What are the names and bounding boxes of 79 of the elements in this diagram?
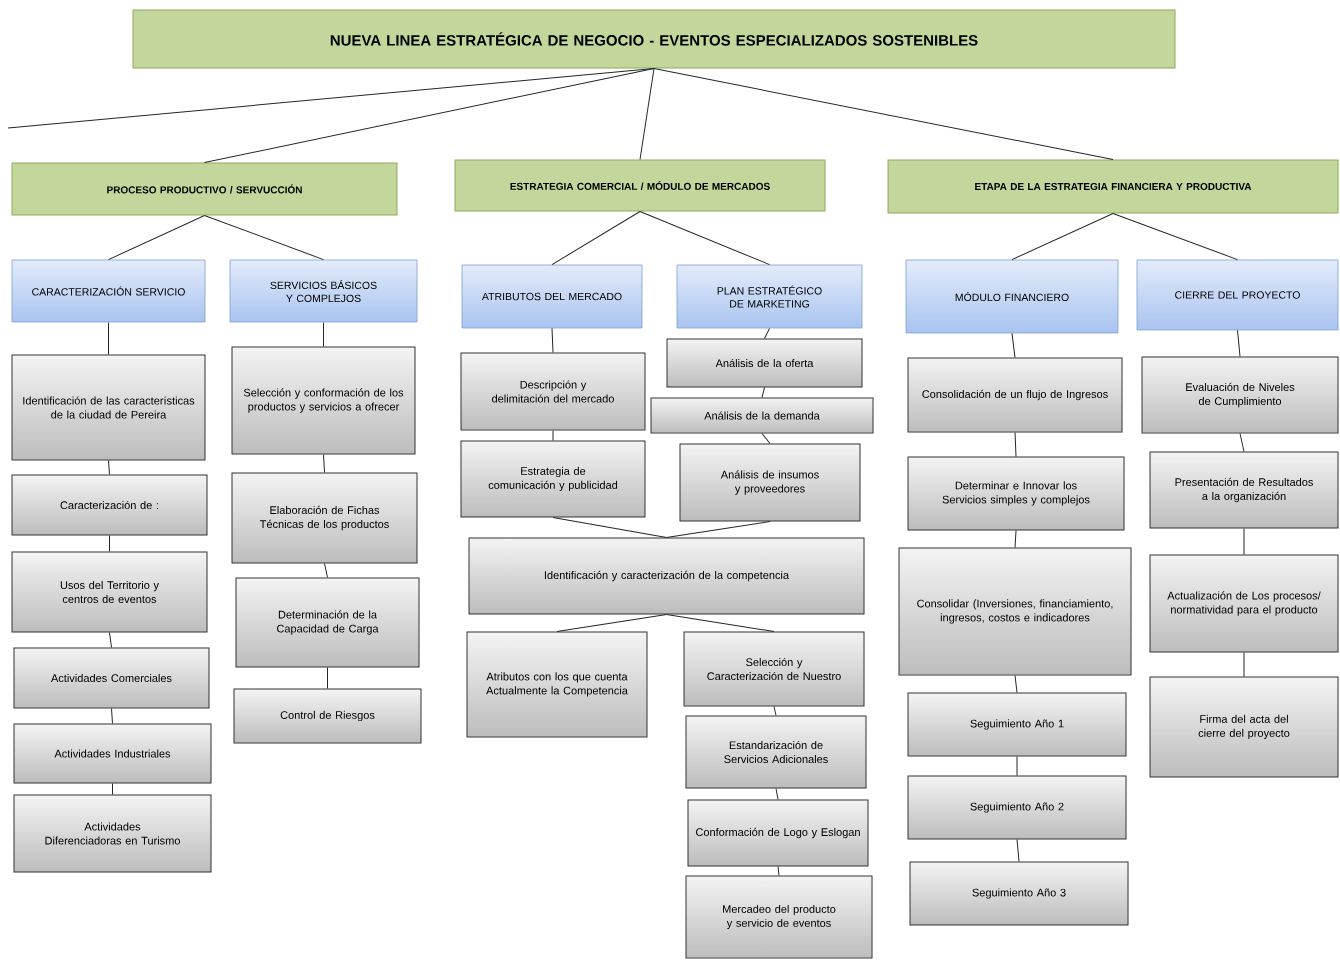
category-box: ATRIBUTOS DEL MERCADO xyxy=(461,264,643,329)
step-box: Caracterización de : xyxy=(11,474,208,536)
step-box: Evaluación de Niveles de Cumplimiento xyxy=(1141,356,1339,434)
step-box: Seguimiento Año 2 xyxy=(907,775,1127,840)
connector-line xyxy=(639,211,770,266)
step-box: Elaboración de Fichas Técnicas de los productos xyxy=(231,472,418,564)
step-box: Selección y conformación de los productos y servicios a ofrecer xyxy=(231,346,416,455)
connector-line xyxy=(1243,528,1245,555)
step-box: Actividades Comerciales xyxy=(13,647,210,709)
step-box: Determinar e Innovar los Servicios simples y complejos xyxy=(907,456,1125,531)
connector-line xyxy=(1112,213,1238,261)
category-box: CIERRE DEL PROYECTO xyxy=(1136,259,1339,331)
connector-line xyxy=(552,430,554,441)
step-box: Seguimiento Año 3 xyxy=(909,861,1129,926)
category-box: MÓDULO FINANCIERO xyxy=(905,259,1119,334)
step-box: Estrategia de comunicación y publicidad xyxy=(460,440,646,518)
step-box: Selección y Caracterización de Nuestro xyxy=(683,631,865,707)
step-box: Actividades Industriales xyxy=(13,723,212,784)
step-box: Análisis de la oferta xyxy=(666,338,863,388)
step-box: Descripción y delimitación del mercado xyxy=(460,352,646,431)
connector-line xyxy=(204,68,655,163)
step-box: Identificación de las características de la ciudad de Pereira xyxy=(11,354,206,461)
category-box: PLAN ESTRATÉGICO DE MARKETING xyxy=(676,264,863,329)
connector-line xyxy=(761,387,765,398)
step-box: Consolidar (Inversiones, financiamiento, ingresos, costos e indicadores xyxy=(898,547,1132,676)
step-box: Identificación y caracterización de la competencia xyxy=(468,537,865,615)
connector-line xyxy=(1014,675,1018,693)
connector-line xyxy=(1014,432,1017,457)
category-box: CARACTERIZACIÓN SERVICIO xyxy=(11,259,206,323)
step-box: Actividades Diferenciadoras en Turismo xyxy=(13,794,212,873)
heading-box: ESTRATEGIA COMERCIAL / MÓDULO DE MERCADOS xyxy=(454,159,826,212)
step-box: Firma del acta del cierre del proyecto xyxy=(1149,676,1339,778)
heading-box: PROCESO PRODUCTIVO / SERVUCCIÓN xyxy=(11,162,398,216)
connector-line xyxy=(653,68,1114,160)
connector-line xyxy=(323,321,324,347)
connector-line xyxy=(1011,332,1016,358)
connector-line xyxy=(324,563,328,578)
step-box: Mercadeo del producto y servicio de eventos xyxy=(685,875,873,959)
connector-line xyxy=(108,215,205,261)
connector-line xyxy=(204,215,324,261)
connector-line xyxy=(112,783,113,795)
step-box: Atributos con los que cuenta Actualmente la Competencia xyxy=(466,631,648,738)
connector-line xyxy=(327,667,328,689)
connector-line xyxy=(551,211,641,266)
step-box: Análisis de la demanda xyxy=(650,397,874,434)
connector-line xyxy=(761,433,771,444)
connector-line xyxy=(1011,213,1114,261)
step-box: Presentación de Resultados a la organización xyxy=(1149,451,1339,529)
connector-line xyxy=(111,708,113,724)
connector-line xyxy=(1239,433,1245,452)
connector-line xyxy=(108,460,110,475)
heading-box: ETAPA DE LA ESTRATEGIA FINANCIERA Y PRODUCTIVA xyxy=(887,159,1339,214)
connector-line xyxy=(1237,329,1241,357)
step-box: Seguimiento Año 1 xyxy=(907,692,1127,757)
step-box: Estandarización de Servicios Adicionales xyxy=(685,715,867,789)
connector-line xyxy=(639,68,655,160)
connector-line xyxy=(1016,839,1020,862)
connector-line xyxy=(773,706,777,716)
step-box: Consolidación de un flujo de Ingresos xyxy=(907,357,1123,433)
connector-line xyxy=(764,327,770,339)
connector-line xyxy=(1016,756,1018,776)
category-box: SERVICIOS BÁSICOS Y COMPLEJOS xyxy=(229,259,418,323)
connector-line xyxy=(323,454,325,473)
connector-line xyxy=(552,517,667,538)
connector-line xyxy=(109,535,110,552)
step-box: Actualización de Los procesos/ normatividad para el producto xyxy=(1149,554,1339,653)
connector-line xyxy=(108,321,109,355)
step-box: Determinación de la Capacidad de Carga xyxy=(235,577,420,668)
connector-line xyxy=(1243,652,1245,677)
connector-line xyxy=(777,866,780,876)
step-box: Análisis de insumos y proveedores xyxy=(679,443,861,522)
connector-line xyxy=(775,788,779,800)
step-box: Usos del Territorio y centros de eventos xyxy=(11,551,208,633)
connector-line xyxy=(551,327,554,353)
connector-line xyxy=(1014,530,1017,548)
connector-line xyxy=(109,632,112,648)
step-box: Control de Riesgos xyxy=(233,688,422,744)
step-box: Conformación de Logo y Eslogan xyxy=(687,799,869,867)
title-box: NUEVA LINEA ESTRATÉGICA DE NEGOCIO - EVENTOS ESPECIALIZADOS SOSTENIBLES xyxy=(132,9,1176,69)
